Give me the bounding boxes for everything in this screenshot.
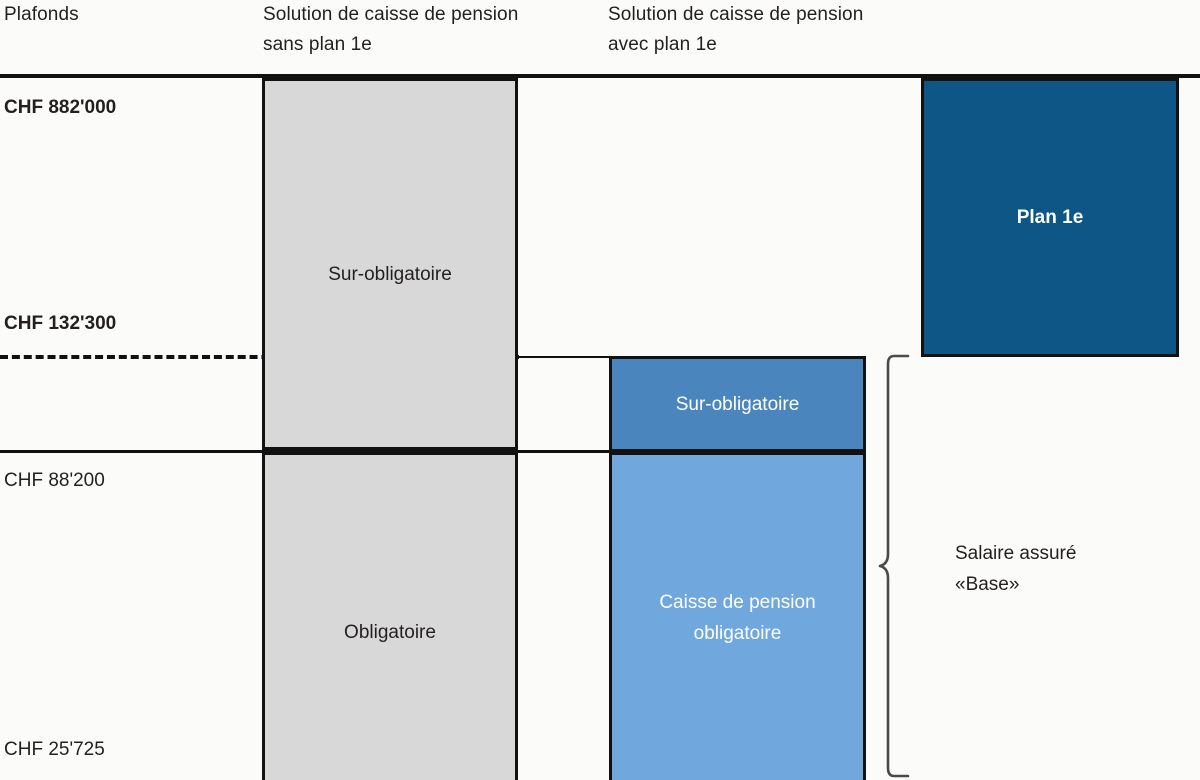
rule-top-border [0, 74, 1200, 78]
axis-label-upper-limit: CHF 882'000 [4, 97, 117, 118]
box-blue-super-obligatory-label: Sur-obligatoire [675, 393, 800, 415]
box-blue-super-obligatory: Sur-obligatoire [609, 356, 866, 452]
rule-solid-88200 [0, 450, 866, 453]
box-grey-obligatory: Obligatoire [262, 452, 518, 780]
box-grey-obligatory-label: Obligatoire [344, 622, 436, 643]
box-blue-obligatory-label: Caisse de pension obligatoire [659, 591, 816, 644]
box-plan-1e-label: Plan 1e [1016, 207, 1084, 228]
column-header-avec-plan-1e: Solution de caisse de pension avec plan … [608, 4, 864, 55]
column-header-plafonds: Plafonds [4, 4, 79, 25]
rule-connector-132300 [518, 356, 610, 358]
curly-brace-icon [878, 354, 910, 778]
box-blue-obligatory: Caisse de pension obligatoire [609, 452, 866, 780]
annotation-insured-salary: Salaire assuré «Base» [955, 543, 1077, 595]
rule-dashed-132300 [0, 355, 519, 359]
box-plan-1e: Plan 1e [921, 78, 1179, 357]
axis-label-coordination-lower: CHF 88'200 [4, 470, 105, 491]
axis-label-coordination-upper: CHF 132'300 [4, 313, 117, 334]
box-grey-super-obligatory-label: Sur-obligatoire [328, 263, 452, 285]
column-header-sans-plan-1e: Solution de caisse de pension sans plan … [263, 4, 519, 55]
box-grey-super-obligatory: Sur-obligatoire [262, 78, 518, 450]
axis-label-entry-threshold: CHF 25'725 [4, 739, 105, 760]
